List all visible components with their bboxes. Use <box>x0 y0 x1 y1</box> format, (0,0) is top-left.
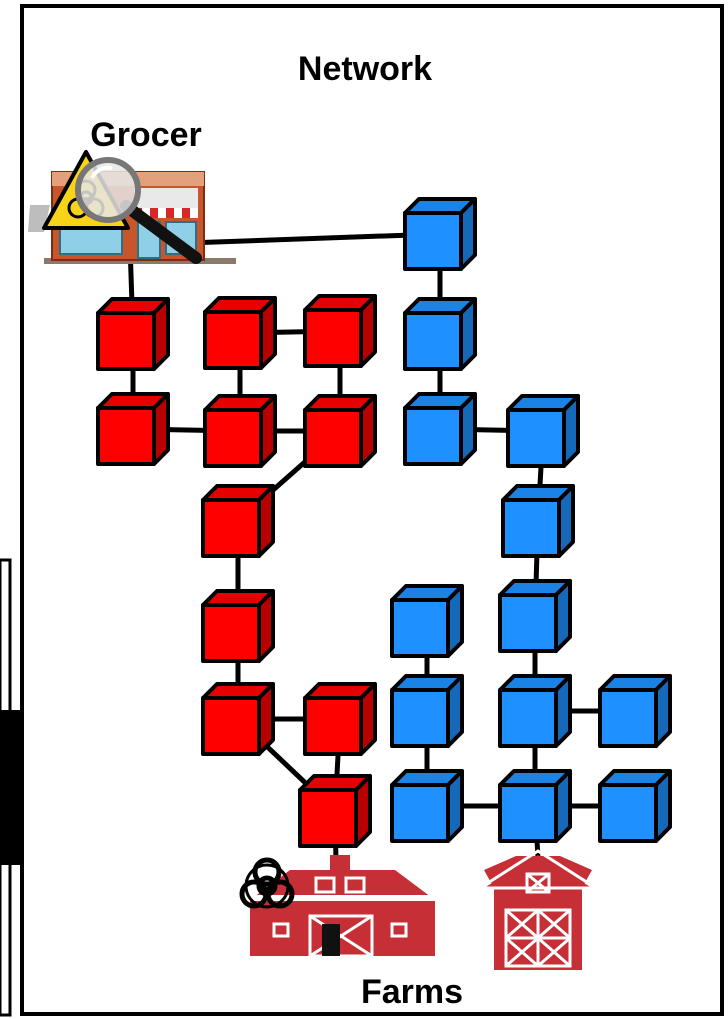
clean-node-b9 <box>600 676 670 746</box>
clean-node-b4 <box>508 396 578 466</box>
network-title: Network <box>298 50 432 88</box>
contaminated-node-r4 <box>205 298 275 368</box>
clean-node-b11 <box>392 676 462 746</box>
contaminated-node-r3 <box>205 396 275 466</box>
contaminated-node-r5 <box>305 396 375 466</box>
clean-node-b14 <box>600 771 670 841</box>
contaminated-node-r10 <box>203 684 273 754</box>
grocer-label: Grocer <box>90 116 202 154</box>
clean-node-b7 <box>500 676 570 746</box>
clean-node-b3 <box>405 394 475 464</box>
contaminated-node-r8 <box>203 486 273 556</box>
clean-node-b8 <box>500 771 570 841</box>
farms-label: Farms <box>361 973 463 1011</box>
contaminated-node-r12 <box>305 684 375 754</box>
contaminated-node-r2 <box>98 394 168 464</box>
clean-node-b10 <box>392 586 462 656</box>
clean-node-b5 <box>503 486 573 556</box>
contaminated-node-r1 <box>98 299 168 369</box>
contaminated-node-r6 <box>305 296 375 366</box>
contaminated-node-r9 <box>203 591 273 661</box>
network-frame <box>22 6 722 1014</box>
clean-node-b2 <box>405 299 475 369</box>
clean-node-b13 <box>392 771 462 841</box>
clean-node-b1 <box>405 199 475 269</box>
contaminated-node-r11 <box>300 776 370 846</box>
barn-icon <box>480 851 596 970</box>
clean-node-b6 <box>500 581 570 651</box>
